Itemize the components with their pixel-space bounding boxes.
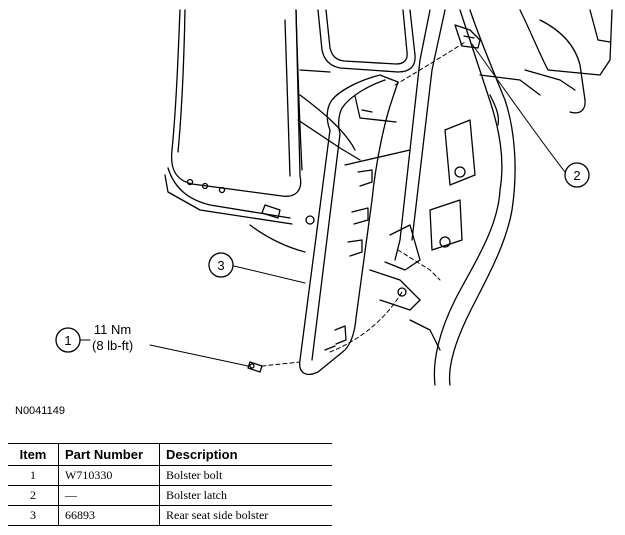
bolster-bolt-drawing [247, 361, 263, 373]
leader-lines [79, 43, 566, 367]
row-item: 2 [8, 485, 59, 506]
row-description: Rear seat side bolster [159, 505, 332, 526]
callout-3-number: 3 [217, 258, 224, 273]
seat-back-drawing [164, 9, 315, 253]
row-part-number: W710330 [58, 465, 160, 486]
callout-2: 2 [564, 162, 590, 188]
header-item: Item [8, 443, 59, 466]
row-part-number: — [58, 485, 160, 506]
exploded-view-illustration: 1 2 3 11 Nm (8 lb-ft) [55, 9, 613, 386]
body-panel-drawing [369, 9, 613, 386]
row-item: 1 [8, 465, 59, 486]
assembly-path-lines [261, 41, 466, 367]
line-drawing: 1 2 3 [55, 9, 613, 386]
torque-spec: 11 Nm (8 lb-ft) [92, 322, 133, 354]
parts-table-header: Item Part Number Description [8, 443, 332, 466]
table-row: 2 — Bolster latch [8, 485, 332, 506]
table-row: 3 66893 Rear seat side bolster [8, 505, 332, 526]
callout-1-number: 1 [64, 333, 71, 348]
side-bolster-drawing [299, 74, 399, 375]
row-part-number: 66893 [58, 505, 160, 526]
torque-lbft: (8 lb-ft) [92, 338, 134, 353]
header-description: Description [159, 443, 332, 466]
torque-nm: 11 Nm [93, 322, 132, 337]
callout-3: 3 [208, 252, 234, 278]
row-description: Bolster bolt [159, 465, 332, 486]
header-part-number: Part Number [58, 443, 160, 466]
row-item: 3 [8, 505, 59, 526]
table-row: 1 W710330 Bolster bolt [8, 465, 332, 486]
callout-1: 1 [55, 327, 81, 353]
callout-2-number: 2 [573, 168, 580, 183]
parts-table: Item Part Number Description 1 W710330 B… [8, 443, 332, 526]
seat-frame-drawing [297, 9, 416, 166]
row-description: Bolster latch [159, 485, 332, 506]
figure-id: N0041149 [15, 405, 65, 417]
